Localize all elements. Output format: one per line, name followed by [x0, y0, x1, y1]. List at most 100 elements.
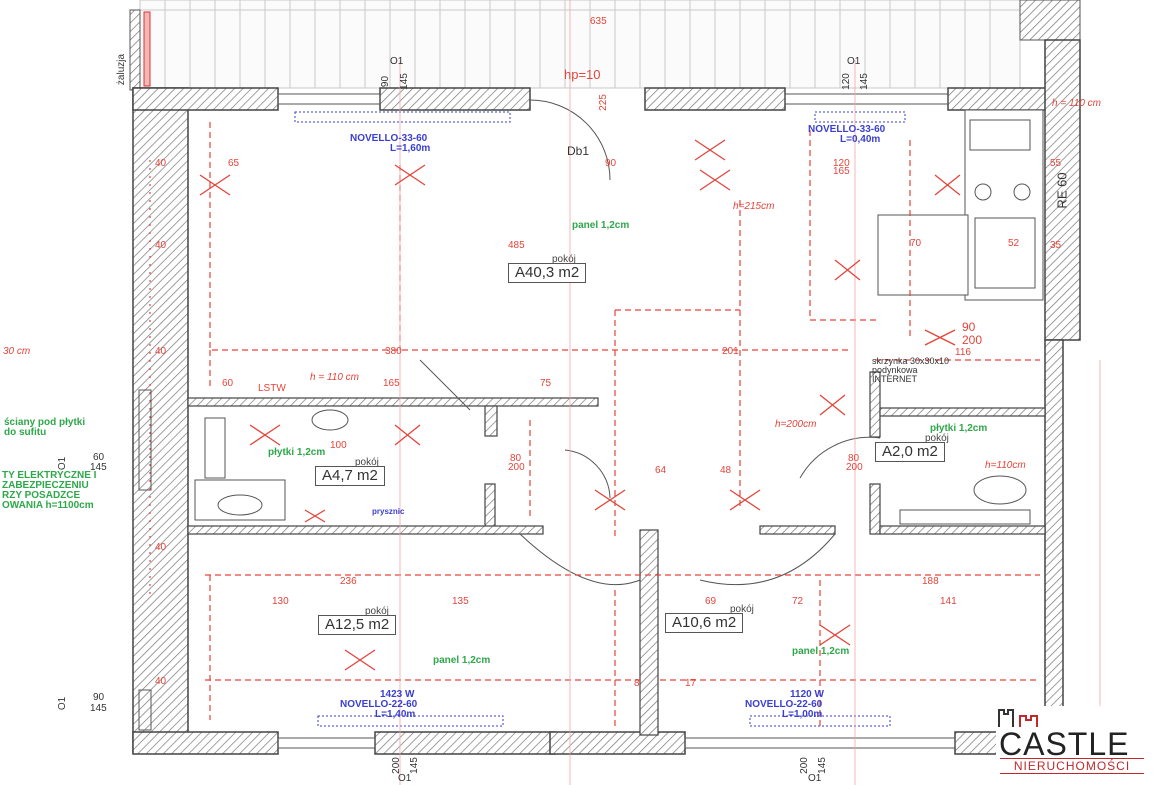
dim: 200 [508, 462, 525, 473]
logo-word: CASTLE [999, 726, 1130, 762]
box-note-2: podynkowa [872, 365, 918, 375]
dim: 69 [705, 596, 717, 607]
terrace-grid [139, 0, 1021, 89]
dim: 70 [910, 238, 922, 249]
dim: 40 [155, 346, 167, 357]
interior-walls [187, 371, 1046, 736]
left-note-3: TY ELEKTRYCZNE I [2, 470, 97, 481]
window-tag-6: O1 [57, 696, 69, 711]
exterior-walls [132, 39, 1081, 755]
dim: 380 [385, 346, 402, 357]
height-note-5: h=200cm [775, 419, 817, 430]
room-4-word: pokój [365, 606, 389, 617]
bathroom-fixtures [194, 409, 1031, 525]
dim: 145 [90, 703, 107, 714]
light-points [199, 139, 961, 671]
window-tag-1: O1 [390, 56, 404, 67]
dim: 80 [848, 453, 860, 464]
height-note-3: h=110cm [985, 460, 1026, 471]
dim: 635 [590, 16, 607, 27]
electrical-lines [149, 122, 1040, 730]
room-4-area: A12,5 m2 [318, 615, 397, 635]
blind-label: żaluzja [116, 53, 128, 86]
radiator-3-watt: 1423 W [380, 689, 415, 700]
finish-panel-1: panel 1,2cm [572, 220, 630, 231]
room-2-area: A4,7 m2 [315, 466, 385, 486]
dim: 485 [508, 240, 525, 251]
dim: 64 [655, 465, 667, 476]
room-3-area: A2,0 m2 [875, 442, 945, 462]
radiator-3-label: NOVELLO-22-60 [340, 699, 418, 710]
dim: 165 [833, 166, 850, 177]
windows [138, 93, 956, 749]
dim: 60 [222, 378, 234, 389]
radiator-4-watt: 1120 W [790, 689, 824, 700]
dim: 145 [90, 462, 107, 473]
room-5-word: pokój [730, 604, 754, 615]
window-tag-5: O1 [57, 456, 69, 471]
dim: 145 [816, 757, 828, 774]
dim: 145 [408, 757, 420, 774]
dim: 90 [380, 75, 392, 88]
dim: 90 [962, 320, 976, 334]
dim: 135 [452, 596, 469, 607]
radiator-1-label: NOVELLO-33-60 [350, 133, 428, 144]
dim: 225 [597, 94, 609, 111]
balcony-post-right [1019, 0, 1081, 41]
dim: 52 [1008, 238, 1020, 249]
dim: 165 [383, 378, 400, 389]
dim: 40 [155, 676, 167, 687]
dim: 145 [398, 73, 410, 90]
dim: 35 [1050, 240, 1062, 251]
dim: 120 [833, 158, 850, 169]
left-note-5: RZY POSADZCE [2, 490, 81, 501]
height-note-6: 30 cm [3, 346, 31, 357]
window-tag-3: O1 [398, 773, 412, 784]
dim: 188 [922, 576, 939, 587]
radiator-3-length: L=1,40m [375, 709, 416, 720]
room-1-area: A40,3 m2 [508, 263, 587, 283]
left-note-1: ściany pod płytki [4, 417, 86, 428]
box-note-3: INTERNET [872, 374, 917, 384]
dim: 72 [792, 596, 804, 607]
hp-label: hp=10 [564, 67, 601, 82]
finish-panel-3: panel 1,2cm [792, 646, 850, 657]
dim: 55 [1050, 158, 1062, 169]
window-tag-4: O1 [808, 773, 822, 784]
dim: 145 [858, 73, 870, 90]
room-3-word: pokój [925, 433, 949, 444]
shower-label: prysznic [372, 507, 405, 516]
dim: 130 [272, 596, 289, 607]
reference-lines [399, 0, 1101, 785]
room-1-word: pokój [552, 254, 576, 265]
dim: 48 [720, 465, 732, 476]
radiator-4-label: NOVELLO-22-60 [745, 699, 823, 710]
radiator-2-label: NOVELLO-33-60 [808, 124, 886, 135]
door-arcs [419, 99, 881, 586]
dim: 60 [93, 452, 105, 463]
dim: 65 [228, 158, 240, 169]
dim: 200 [390, 757, 402, 774]
room-5-area: A10,6 m2 [665, 613, 744, 633]
dim: 40 [155, 240, 167, 251]
room-2-word: pokój [355, 457, 379, 468]
finish-tiles-2: płytki 1,2cm [930, 423, 988, 434]
dim: 90 [93, 692, 105, 703]
height-note-4: h=215cm [733, 201, 775, 212]
dim: 236 [340, 576, 357, 587]
box-note-1: skrzynka 30x30x10 [872, 356, 950, 366]
castle-tower-icon [998, 709, 1038, 727]
left-note-6: OWANIA h=1100cm [2, 500, 94, 511]
window-tag-2: O1 [847, 56, 861, 67]
height-note-2: h = 110 cm [1052, 98, 1102, 109]
dim: 116 [955, 347, 971, 358]
balcony-post-left [129, 9, 141, 91]
fridge-label: RE 60 [1054, 172, 1070, 209]
dim: 100 [330, 440, 347, 451]
left-note-4: ZABEZPIECZENIU [2, 480, 89, 491]
dim: 8 [634, 678, 640, 689]
dim: 75 [540, 378, 552, 389]
door-db1: Db1 [567, 144, 590, 158]
dim: 90 [605, 158, 617, 169]
dim: 40 [155, 542, 167, 553]
